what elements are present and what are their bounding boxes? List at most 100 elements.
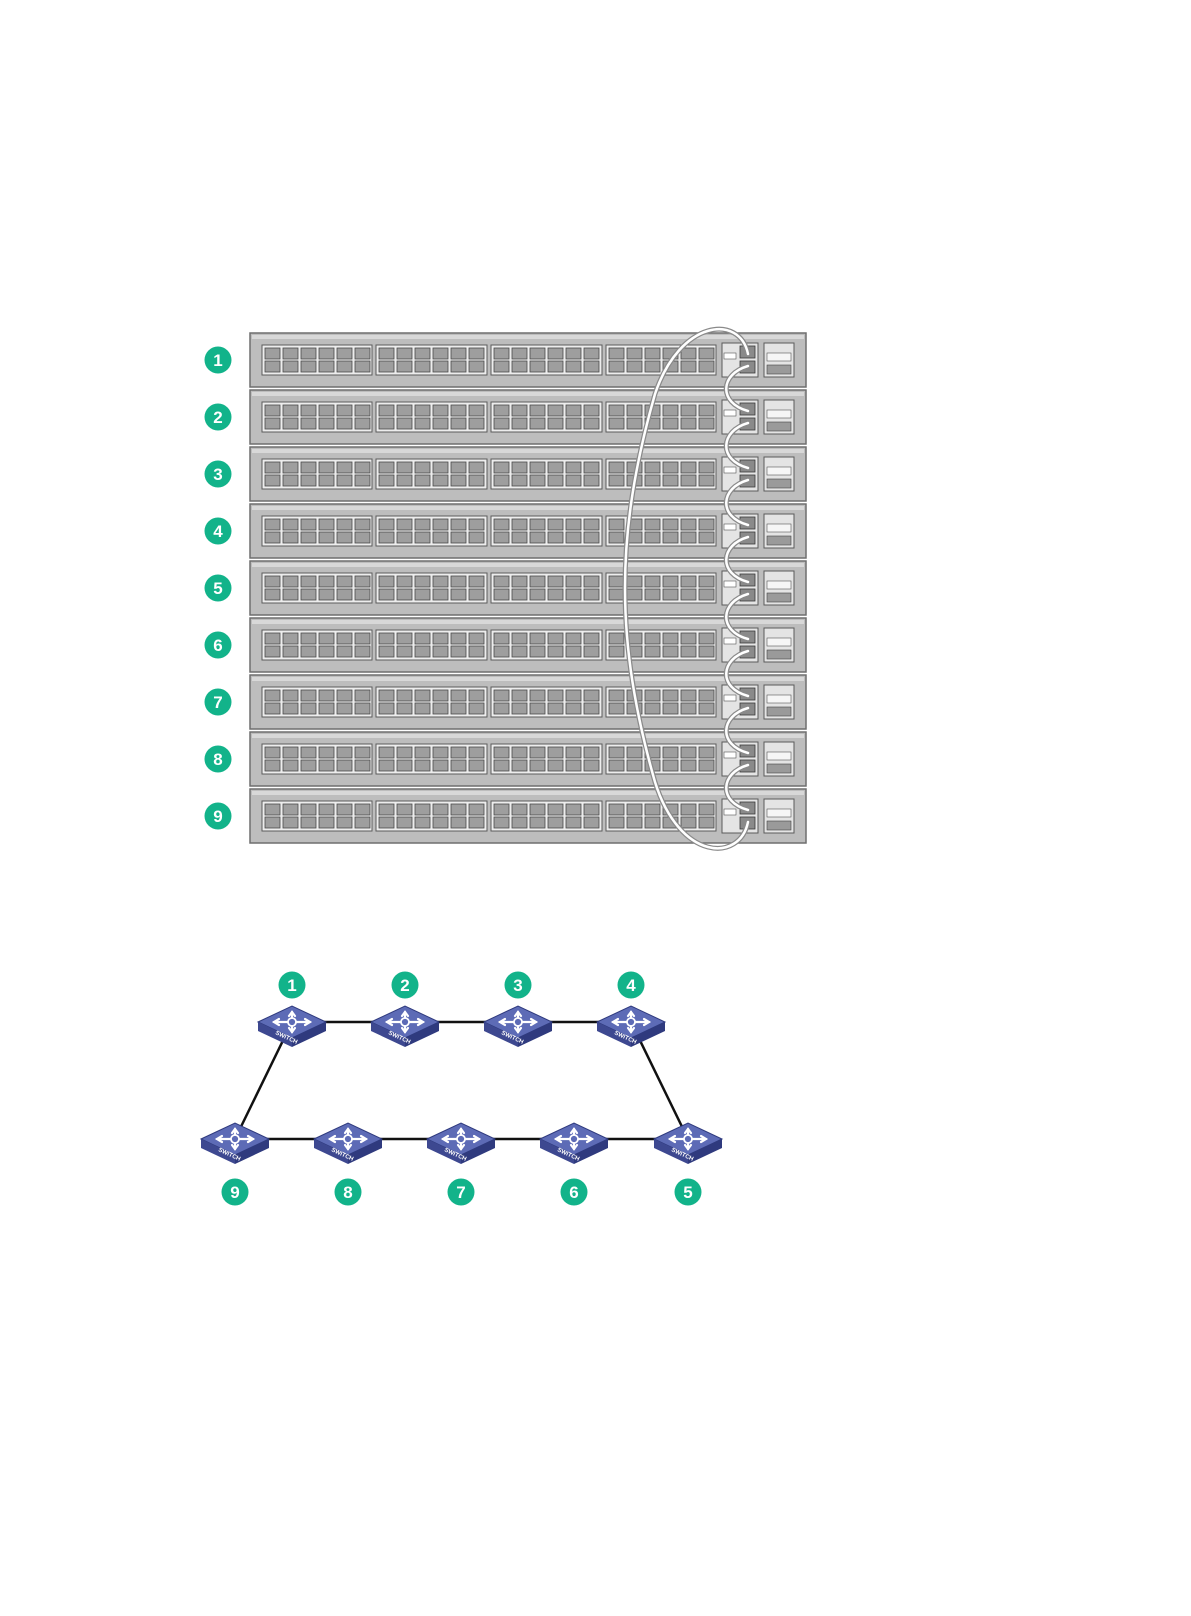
rj45-port bbox=[494, 760, 509, 771]
rj45-port bbox=[699, 348, 714, 359]
rack-unit-9 bbox=[250, 789, 806, 843]
rj45-port bbox=[355, 519, 370, 530]
rj45-port bbox=[681, 348, 696, 359]
rj45-port bbox=[609, 589, 624, 600]
rj45-port bbox=[681, 804, 696, 815]
rj45-port bbox=[663, 633, 678, 644]
badge-number: 2 bbox=[400, 976, 409, 995]
rj45-port bbox=[548, 703, 563, 714]
switch-hub bbox=[288, 1018, 296, 1026]
rj45-port bbox=[379, 589, 394, 600]
switch-hub bbox=[457, 1135, 465, 1143]
rj45-port bbox=[397, 646, 412, 657]
rj45-port bbox=[699, 475, 714, 486]
topology-badge-6: 6 bbox=[561, 1179, 588, 1206]
port-block bbox=[376, 402, 487, 432]
rj45-port bbox=[494, 519, 509, 530]
rj45-port bbox=[451, 532, 466, 543]
rack-unit-7 bbox=[250, 675, 806, 729]
led-strip bbox=[767, 353, 791, 361]
rj45-port bbox=[433, 361, 448, 372]
rj45-port bbox=[548, 348, 563, 359]
chassis-top-edge bbox=[252, 335, 804, 339]
rj45-port bbox=[451, 576, 466, 587]
rj45-port bbox=[645, 804, 660, 815]
rj45-port bbox=[494, 361, 509, 372]
port-block bbox=[606, 516, 716, 546]
rj45-port bbox=[609, 532, 624, 543]
rack-unit-2 bbox=[250, 390, 806, 444]
rj45-port bbox=[355, 690, 370, 701]
rj45-port bbox=[548, 519, 563, 530]
rj45-port bbox=[512, 418, 527, 429]
rj45-port bbox=[283, 646, 298, 657]
port-block bbox=[606, 630, 716, 660]
rj45-port bbox=[283, 690, 298, 701]
rj45-port bbox=[397, 576, 412, 587]
rj45-port bbox=[451, 646, 466, 657]
rj45-port bbox=[584, 747, 599, 758]
rj45-port bbox=[530, 646, 545, 657]
port-block bbox=[376, 345, 487, 375]
port-label bbox=[724, 809, 736, 815]
rj45-port bbox=[584, 532, 599, 543]
rj45-port bbox=[415, 462, 430, 473]
rj45-port bbox=[627, 405, 642, 416]
rj45-port bbox=[494, 405, 509, 416]
rj45-port bbox=[433, 804, 448, 815]
rj45-port bbox=[681, 760, 696, 771]
rj45-port bbox=[469, 747, 484, 758]
rj45-port bbox=[397, 519, 412, 530]
rj45-port bbox=[530, 589, 545, 600]
port-label bbox=[724, 695, 736, 701]
rj45-port bbox=[609, 646, 624, 657]
port-block bbox=[606, 459, 716, 489]
led-strip bbox=[767, 809, 791, 817]
switch-hub bbox=[344, 1135, 352, 1143]
port-block bbox=[491, 630, 602, 660]
rj45-port bbox=[494, 576, 509, 587]
rj45-port bbox=[512, 576, 527, 587]
topology-badge-7: 7 bbox=[448, 1179, 475, 1206]
port-block bbox=[606, 744, 716, 774]
rj45-port bbox=[415, 348, 430, 359]
rj45-port bbox=[415, 418, 430, 429]
rj45-port bbox=[433, 532, 448, 543]
port-label bbox=[724, 353, 736, 359]
badge-number: 1 bbox=[213, 351, 222, 370]
rj45-port bbox=[283, 475, 298, 486]
switch-hub bbox=[684, 1135, 692, 1143]
topology-badge-4: 4 bbox=[618, 972, 645, 999]
rj45-port bbox=[397, 532, 412, 543]
badge-number: 8 bbox=[213, 750, 222, 769]
rj45-port bbox=[663, 462, 678, 473]
rj45-port bbox=[415, 817, 430, 828]
rj45-port bbox=[699, 361, 714, 372]
rj45-port bbox=[681, 817, 696, 828]
rack-unit-8 bbox=[250, 732, 806, 786]
rj45-port bbox=[301, 690, 316, 701]
rj45-port bbox=[645, 348, 660, 359]
rj45-port bbox=[301, 760, 316, 771]
rj45-port bbox=[609, 361, 624, 372]
rj45-port bbox=[355, 703, 370, 714]
rj45-port bbox=[283, 760, 298, 771]
console-port bbox=[767, 479, 791, 488]
rj45-port bbox=[681, 646, 696, 657]
rj45-port bbox=[609, 633, 624, 644]
rj45-port bbox=[319, 532, 334, 543]
chassis-top-edge bbox=[252, 563, 804, 567]
rj45-port bbox=[265, 589, 280, 600]
led-strip bbox=[767, 524, 791, 532]
rj45-port bbox=[469, 348, 484, 359]
rj45-port bbox=[283, 703, 298, 714]
rj45-port bbox=[355, 804, 370, 815]
rack-badge-2: 2 bbox=[205, 404, 232, 431]
rj45-port bbox=[627, 589, 642, 600]
rj45-port bbox=[301, 589, 316, 600]
rj45-port bbox=[566, 532, 581, 543]
rj45-port bbox=[609, 418, 624, 429]
rj45-port bbox=[301, 646, 316, 657]
rj45-port bbox=[379, 747, 394, 758]
rj45-port bbox=[379, 519, 394, 530]
